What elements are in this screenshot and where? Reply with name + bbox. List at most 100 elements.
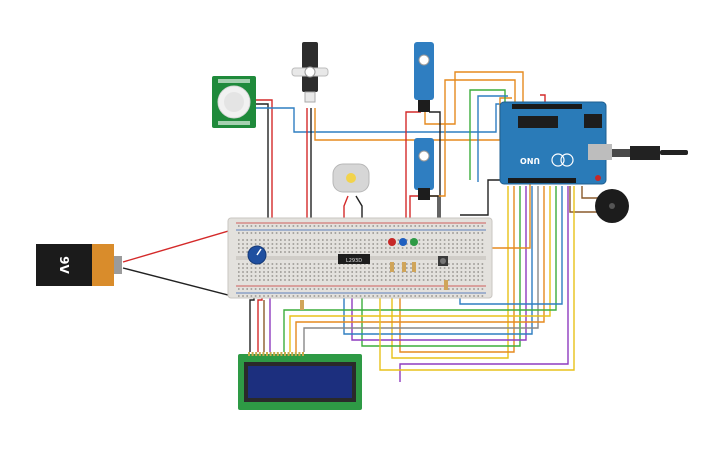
breadboard-hole [313,295,316,297]
breadboard-hole [410,247,412,249]
breadboard-hole [435,279,437,281]
breadboard-hole [431,295,433,297]
breadboard-hole [481,263,484,265]
breadboard-hole [359,271,362,273]
breadboard-hole [334,247,337,249]
breadboard-hole [254,288,257,290]
breadboard-hole [338,288,341,290]
breadboard-hole [280,247,282,249]
breadboard-hole [313,232,316,234]
breadboard-hole [473,271,475,273]
breadboard-hole [435,295,437,297]
breadboard-hole [326,271,328,273]
breadboard-hole [326,295,328,297]
wire-bundle-yellow [391,186,509,359]
breadboard-hole [343,267,345,269]
breadboard-hole [271,267,274,269]
breadboard-hole [347,247,349,249]
breadboard-hole [372,263,374,265]
breadboard-hole [368,275,370,277]
breadboard-hole [351,251,353,253]
breadboard-hole [301,263,303,265]
breadboard-hole [372,251,374,253]
breadboard-hole [347,275,349,277]
breadboard-hole [431,243,433,245]
breadboard-hole [296,251,299,253]
breadboard-hole [401,251,404,253]
breadboard-hole [359,288,362,290]
battery-9v: 9V [36,244,122,286]
breadboard-hole [372,275,374,277]
breadboard-hole [317,271,320,273]
breadboard-hole [301,251,303,253]
breadboard-hole [238,271,240,273]
wire-servo2-black [429,111,441,222]
breadboard-hole [322,263,324,265]
breadboard-hole [368,225,370,227]
breadboard-hole [355,267,358,269]
breadboard-hole [418,275,421,277]
breadboard-hole [380,225,383,227]
breadboard-hole [464,232,467,234]
breadboard-hole [435,288,437,290]
breadboard-hole [469,225,471,227]
breadboard-hole [326,279,328,281]
breadboard-hole [326,243,328,245]
breadboard-hole [359,247,362,249]
breadboard-hole [414,225,416,227]
breadboard-hole [317,239,320,241]
breadboard-hole [385,263,387,265]
breadboard-hole [376,263,379,265]
breadboard-hole [280,295,282,297]
breadboard-hole [322,239,324,241]
breadboard-hole [431,288,433,290]
breadboard-hole [460,271,463,273]
breadboard-hole [464,295,467,297]
breadboard-hole [473,225,475,227]
breadboard-hole [376,243,379,245]
breadboard-hole [389,279,391,281]
breadboard-hole [452,263,454,265]
breadboard-hole [305,225,307,227]
breadboard-hole [296,232,299,234]
breadboard-hole [427,275,429,277]
breadboard-hole [368,288,370,290]
breadboard-hole [242,267,244,269]
breadboard-hole [263,247,265,249]
breadboard-hole [305,295,307,297]
breadboard-hole [481,267,484,269]
breadboard-hole [351,275,353,277]
breadboard-hole [376,232,379,234]
breadboard-hole [250,225,253,227]
breadboard-hole [393,263,395,265]
breadboard-hole [464,247,467,249]
breadboard-hole [372,279,374,281]
breadboard-hole [355,243,358,245]
breadboard-hole [385,251,387,253]
breadboard-hole [364,251,366,253]
breadboard-hole [439,288,442,290]
breadboard-hole [456,232,458,234]
breadboard-hole [250,232,253,234]
breadboard-hole [393,251,395,253]
breadboard-hole [443,243,446,245]
breadboard-hole [284,279,286,281]
breadboard-hole [347,295,349,297]
breadboard-hole [464,279,467,281]
breadboard-hole [460,247,463,249]
breadboard-hole [275,271,278,273]
breadboard-hole [271,239,274,241]
wire-servo2-red [405,111,421,222]
wire-buzzer-2 [581,186,604,199]
breadboard-hole [422,225,425,227]
servo-black [291,42,329,103]
breadboard-hole [431,251,433,253]
breadboard-hole [238,239,240,241]
breadboard-hole [427,247,429,249]
breadboard-hole [410,288,412,290]
breadboard-hole [317,251,320,253]
breadboard-hole [275,263,278,265]
breadboard-hole [473,295,475,297]
breadboard-hole [322,225,324,227]
